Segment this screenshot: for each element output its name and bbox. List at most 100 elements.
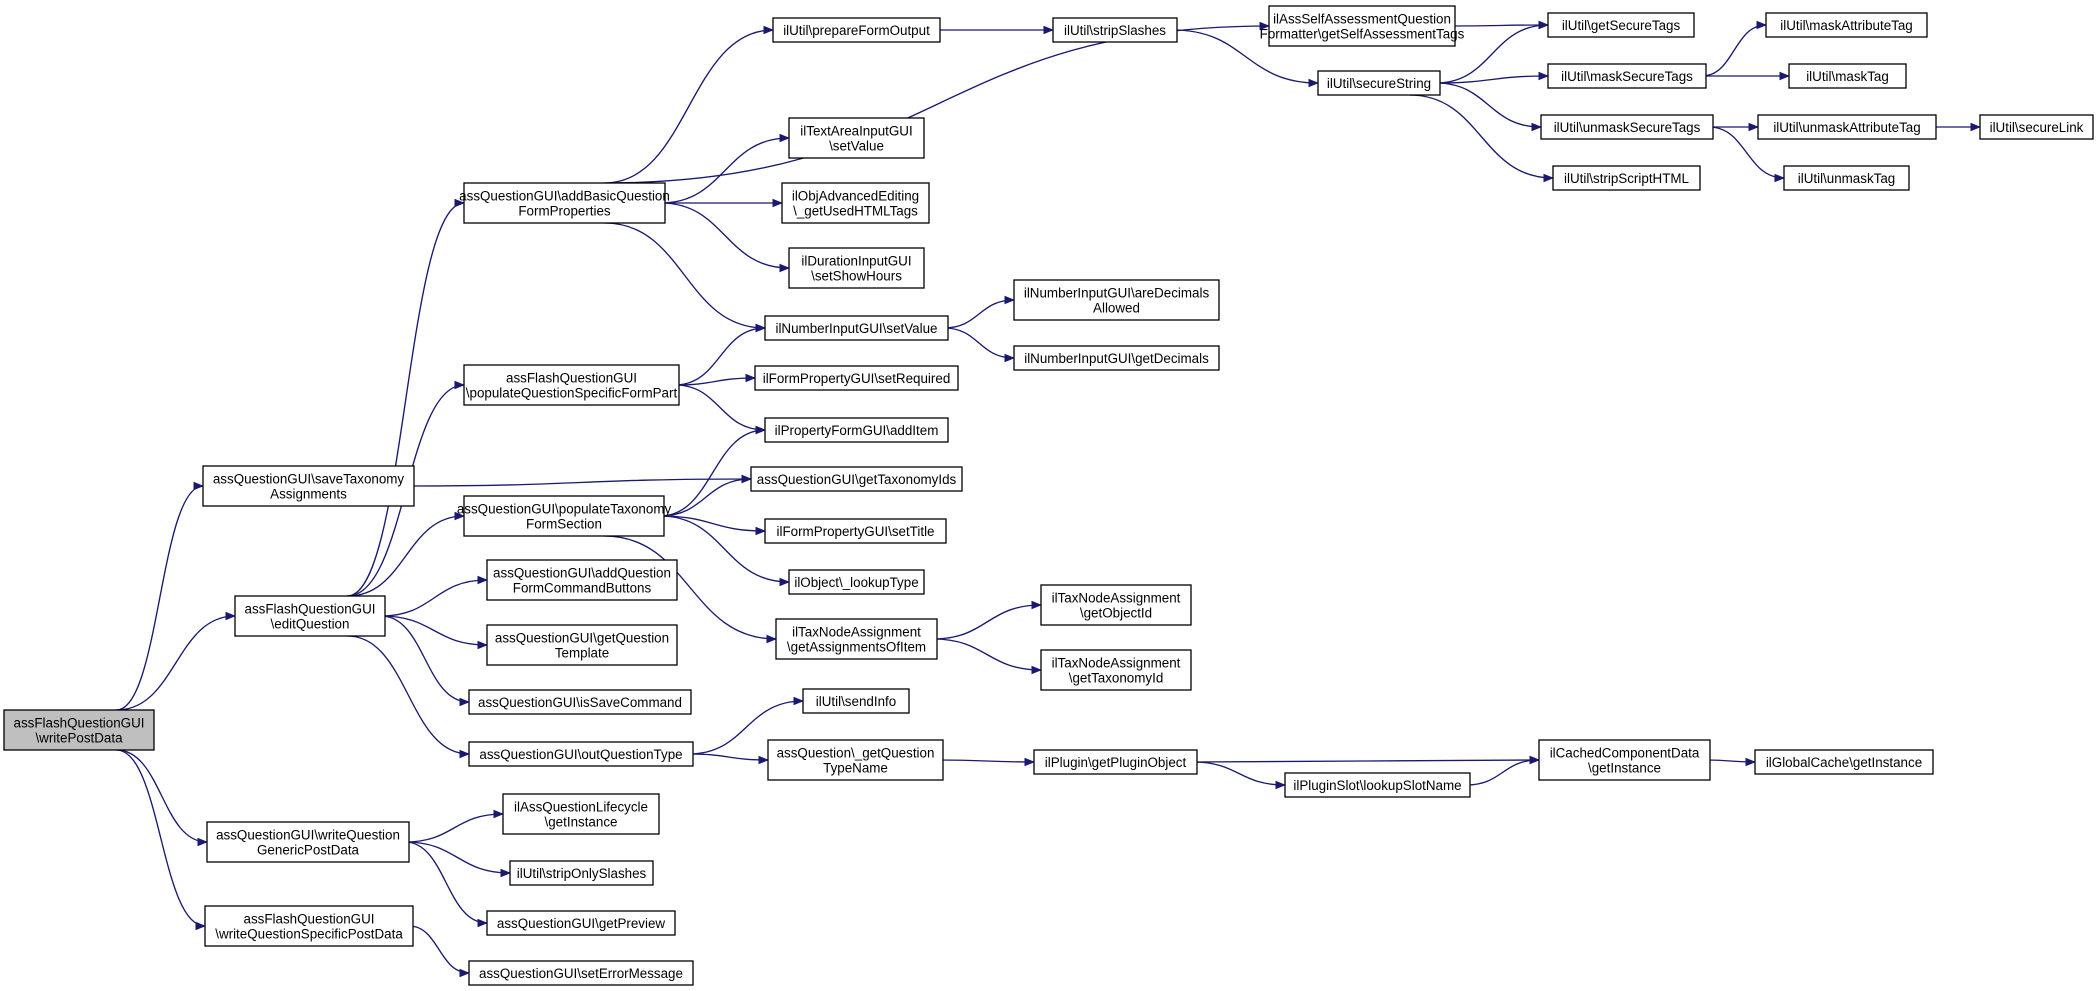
node-box bbox=[788, 117, 925, 159]
edge-n03-n12 bbox=[404, 809, 505, 843]
node-label: ilUtil\maskAttributeTag bbox=[1780, 18, 1912, 33]
node-n33[interactable]: ilNumberInputGUI\getDecimals bbox=[1013, 345, 1220, 371]
node-box bbox=[1783, 165, 1910, 191]
node-n16[interactable]: ilUtil\prepareFormOutput bbox=[772, 17, 941, 43]
edge-n42-n47 bbox=[1708, 126, 1786, 183]
node-box bbox=[1765, 12, 1928, 38]
node-n31[interactable]: ilUtil\secureString bbox=[1317, 70, 1441, 96]
edge-n31-n43 bbox=[1409, 94, 1555, 183]
node-label: TypeName bbox=[823, 761, 888, 776]
node-n00[interactable]: assFlashQuestionGUI\writePostData bbox=[3, 709, 155, 751]
node-n13[interactable]: ilUtil\stripOnlySlashes bbox=[509, 860, 654, 886]
node-n21[interactable]: ilFormPropertyGUI\setRequired bbox=[754, 365, 959, 391]
edge-n06-n20 bbox=[674, 323, 767, 386]
node-n11[interactable]: assQuestionGUI\outQuestionType bbox=[468, 741, 694, 767]
node-label: assQuestionGUI\setErrorMessage bbox=[479, 966, 683, 981]
node-box bbox=[1040, 649, 1192, 691]
node-label: ilFormPropertyGUI\setRequired bbox=[763, 371, 951, 386]
node-n22[interactable]: ilPropertyFormGUI\addItem bbox=[764, 417, 949, 443]
node-n03[interactable]: assQuestionGUI\writeQuestionGenericPostD… bbox=[206, 821, 410, 863]
node-n10[interactable]: assQuestionGUI\isSaveCommand bbox=[468, 689, 692, 715]
node-n08[interactable]: assQuestionGUI\addQuestionFormCommandBut… bbox=[486, 559, 678, 601]
node-label: ilFormPropertyGUI\setTitle bbox=[777, 524, 935, 539]
node-n47[interactable]: ilUtil\unmaskTag bbox=[1783, 165, 1910, 191]
node-n07[interactable]: assQuestionGUI\populateTaxonomyFormSecti… bbox=[457, 495, 672, 537]
node-label: \setShowHours bbox=[811, 269, 902, 284]
node-box bbox=[1540, 114, 1714, 140]
node-box bbox=[788, 569, 925, 595]
edge-n05-n16 bbox=[604, 25, 775, 184]
node-box bbox=[781, 182, 930, 224]
node-n25[interactable]: ilObject\_lookupType bbox=[788, 569, 925, 595]
node-n37[interactable]: ilPluginSlot\lookupSlotName bbox=[1284, 772, 1471, 798]
edge-n20-n33 bbox=[943, 327, 1016, 363]
node-n30[interactable]: ilAssSelfAssessmentQuestionFormatter\get… bbox=[1260, 5, 1465, 47]
node-n24[interactable]: ilFormPropertyGUI\setTitle bbox=[764, 518, 947, 544]
node-box bbox=[1547, 63, 1707, 89]
node-n38[interactable]: ilCachedComponentData\getInstance bbox=[1538, 739, 1711, 781]
node-n20[interactable]: ilNumberInputGUI\setValue bbox=[764, 315, 949, 341]
node-n39[interactable]: ilGlobalCache\getInstance bbox=[1754, 749, 1934, 775]
node-n35[interactable]: ilTaxNodeAssignment\getTaxonomyId bbox=[1040, 649, 1192, 691]
node-n06[interactable]: assFlashQuestionGUI\populateQuestionSpec… bbox=[463, 364, 680, 406]
node-label: \getTaxonomyId bbox=[1069, 671, 1164, 686]
node-label: Allowed bbox=[1093, 301, 1140, 316]
node-label: ilUtil\secureLink bbox=[1990, 120, 2084, 135]
node-n29[interactable]: ilUtil\stripSlashes bbox=[1052, 17, 1178, 43]
node-box bbox=[234, 595, 386, 637]
node-n14[interactable]: assQuestionGUI\getPreview bbox=[486, 910, 676, 936]
node-label: Template bbox=[555, 646, 609, 661]
node-label: ilUtil\unmaskTag bbox=[1798, 171, 1896, 186]
edge-n26-n34 bbox=[932, 600, 1043, 640]
node-n46[interactable]: ilUtil\unmaskAttributeTag bbox=[1757, 114, 1937, 140]
node-label: FormSection bbox=[526, 517, 602, 532]
node-n45[interactable]: ilUtil\maskTag bbox=[1788, 63, 1907, 89]
node-n19[interactable]: ilDurationInputGUI\setShowHours bbox=[788, 247, 925, 289]
node-box bbox=[502, 793, 660, 835]
node-n12[interactable]: ilAssQuestionLifecycle\getInstance bbox=[502, 793, 660, 835]
node-n02[interactable]: assFlashQuestionGUI\editQuestion bbox=[234, 595, 386, 637]
node-label: ilNumberInputGUI\getDecimals bbox=[1024, 351, 1209, 366]
node-label: \getObjectId bbox=[1080, 606, 1152, 621]
node-box bbox=[1317, 70, 1441, 96]
node-n42[interactable]: ilUtil\unmaskSecureTags bbox=[1540, 114, 1714, 140]
node-n43[interactable]: ilUtil\stripScriptHTML bbox=[1552, 165, 1701, 191]
node-n44[interactable]: ilUtil\maskAttributeTag bbox=[1765, 12, 1928, 38]
edge-n05-n20 bbox=[604, 222, 767, 333]
node-n40[interactable]: ilUtil\getSecureTags bbox=[1547, 12, 1695, 38]
edge-n00-n03 bbox=[116, 749, 209, 847]
node-label: FormCommandButtons bbox=[513, 581, 652, 596]
node-label: ilTaxNodeAssignment bbox=[1052, 591, 1181, 606]
edge-n20-n32 bbox=[943, 295, 1016, 329]
node-label: ilUtil\maskSecureTags bbox=[1561, 69, 1693, 84]
edge-n01-n23 bbox=[409, 474, 753, 487]
node-n17[interactable]: ilTextAreaInputGUI\setValue bbox=[788, 117, 925, 159]
node-box bbox=[509, 860, 654, 886]
node-n36[interactable]: ilPlugin\getPluginObject bbox=[1033, 749, 1198, 775]
node-box bbox=[486, 910, 676, 936]
node-label: assFlashQuestionGUI bbox=[244, 912, 375, 927]
node-n04[interactable]: assFlashQuestionGUI\writeQuestionSpecifi… bbox=[204, 905, 414, 947]
node-n05[interactable]: assQuestionGUI\addBasicQuestionFormPrope… bbox=[459, 182, 670, 224]
edge-n07-n26 bbox=[603, 535, 778, 644]
node-box bbox=[3, 709, 155, 751]
node-n27[interactable]: ilUtil\sendInfo bbox=[802, 688, 910, 714]
edge-n05-n30 bbox=[604, 21, 1271, 184]
node-label: ilUtil\secureString bbox=[1327, 76, 1431, 91]
node-n34[interactable]: ilTaxNodeAssignment\getObjectId bbox=[1040, 584, 1192, 626]
node-box bbox=[463, 364, 680, 406]
node-n18[interactable]: ilObjAdvancedEditing\_getUsedHTMLTags bbox=[781, 182, 930, 224]
node-n26[interactable]: ilTaxNodeAssignment\getAssignmentsOfItem bbox=[775, 618, 938, 660]
node-label: \writeQuestionSpecificPostData bbox=[215, 927, 403, 942]
node-box bbox=[486, 624, 678, 666]
node-label: assQuestionGUI\getPreview bbox=[497, 916, 666, 931]
node-n15[interactable]: assQuestionGUI\setErrorMessage bbox=[468, 960, 694, 986]
node-n41[interactable]: ilUtil\maskSecureTags bbox=[1547, 63, 1707, 89]
node-label: ilNumberInputGUI\areDecimals bbox=[1024, 286, 1210, 301]
node-n23[interactable]: assQuestionGUI\getTaxonomyIds bbox=[750, 466, 963, 492]
node-n48[interactable]: ilUtil\secureLink bbox=[1979, 114, 2094, 140]
